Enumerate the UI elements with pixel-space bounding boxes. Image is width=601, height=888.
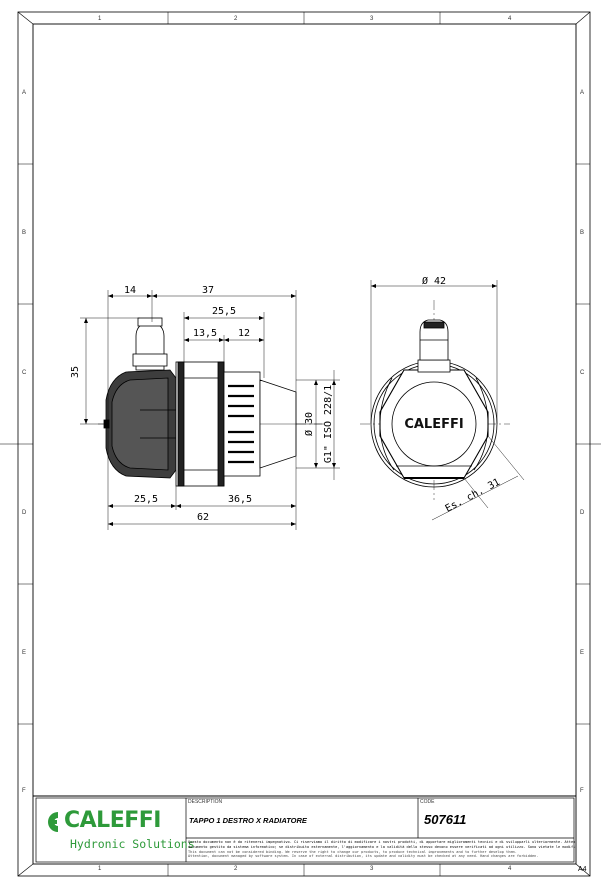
fine-print-en-1: This document can not be considered bind… — [188, 849, 517, 854]
fine-print-en-2: Attention, document managed by software … — [188, 854, 539, 858]
dim-13-5: 13,5 — [193, 328, 217, 339]
row-label-a: A — [22, 90, 27, 96]
description-value: TAPPO 1 DESTRO X RADIATORE — [189, 816, 307, 825]
dim-12: 12 — [238, 328, 250, 339]
dim-14: 14 — [124, 285, 136, 296]
front-view — [360, 300, 510, 500]
outer-border — [17, 11, 591, 877]
dim-hex-31: Es. ch. 31 — [444, 477, 502, 515]
code-value: 507611 — [424, 812, 467, 827]
corner-marks — [17, 11, 591, 877]
dim-35: 35 — [70, 366, 81, 378]
dim-62: 62 — [197, 512, 209, 523]
brand-name: CALEFFI — [64, 808, 161, 833]
row-label-d: D — [22, 510, 27, 516]
row-label-a-right: A — [580, 90, 585, 96]
col-label-2: 2 — [234, 16, 238, 22]
row-label-f: F — [22, 788, 26, 794]
dim-diameter-42: Ø 42 — [422, 275, 446, 287]
row-label-e: E — [22, 650, 27, 656]
section-dimensions — [80, 290, 340, 530]
row-label-b: B — [22, 230, 27, 236]
front-dimensions — [370, 280, 525, 521]
brand-tagline: Hydronic Solutions — [70, 837, 195, 851]
sheet-size: A4 — [578, 866, 587, 873]
fine-print-it-1: Questo documento non è da ritenersi impe… — [188, 840, 576, 844]
code-label: CODE — [420, 799, 435, 805]
row-label-c: C — [22, 370, 27, 376]
dim-thread: G1" ISO 228/1 — [323, 385, 334, 463]
row-label-c-right: C — [580, 370, 585, 376]
col-label-4: 4 — [508, 16, 512, 22]
side-view-logo: CALEFFI — [404, 417, 463, 432]
col-label-1: 1 — [98, 16, 102, 22]
row-label-d-right: D — [580, 510, 585, 516]
grid-ticks — [0, 12, 601, 876]
col-label-3: 3 — [370, 16, 374, 22]
col-label-1-bottom: 1 — [98, 866, 102, 872]
col-label-3-bottom: 3 — [370, 866, 374, 872]
title-block — [33, 795, 576, 863]
col-label-2-bottom: 2 — [234, 866, 238, 872]
caleffi-logo-mark — [48, 812, 58, 832]
row-label-b-right: B — [580, 230, 585, 236]
col-label-4-bottom: 4 — [508, 866, 512, 872]
dim-25-5-bottom: 25,5 — [134, 494, 158, 505]
fine-print-it-2: documento gestito da sistema informatico… — [188, 844, 576, 849]
section-view — [98, 317, 322, 487]
front-arrows — [371, 284, 497, 288]
dim-diameter-30: Ø 30 — [303, 412, 315, 436]
description-label: DESCRIPTION — [188, 799, 223, 805]
row-label-e-right: E — [580, 650, 585, 656]
section-arrows — [84, 294, 336, 526]
dim-37: 37 — [202, 285, 214, 296]
dim-36-5: 36,5 — [228, 494, 252, 505]
dim-25-5-top: 25,5 — [212, 306, 236, 317]
row-label-f-right: F — [580, 788, 584, 794]
